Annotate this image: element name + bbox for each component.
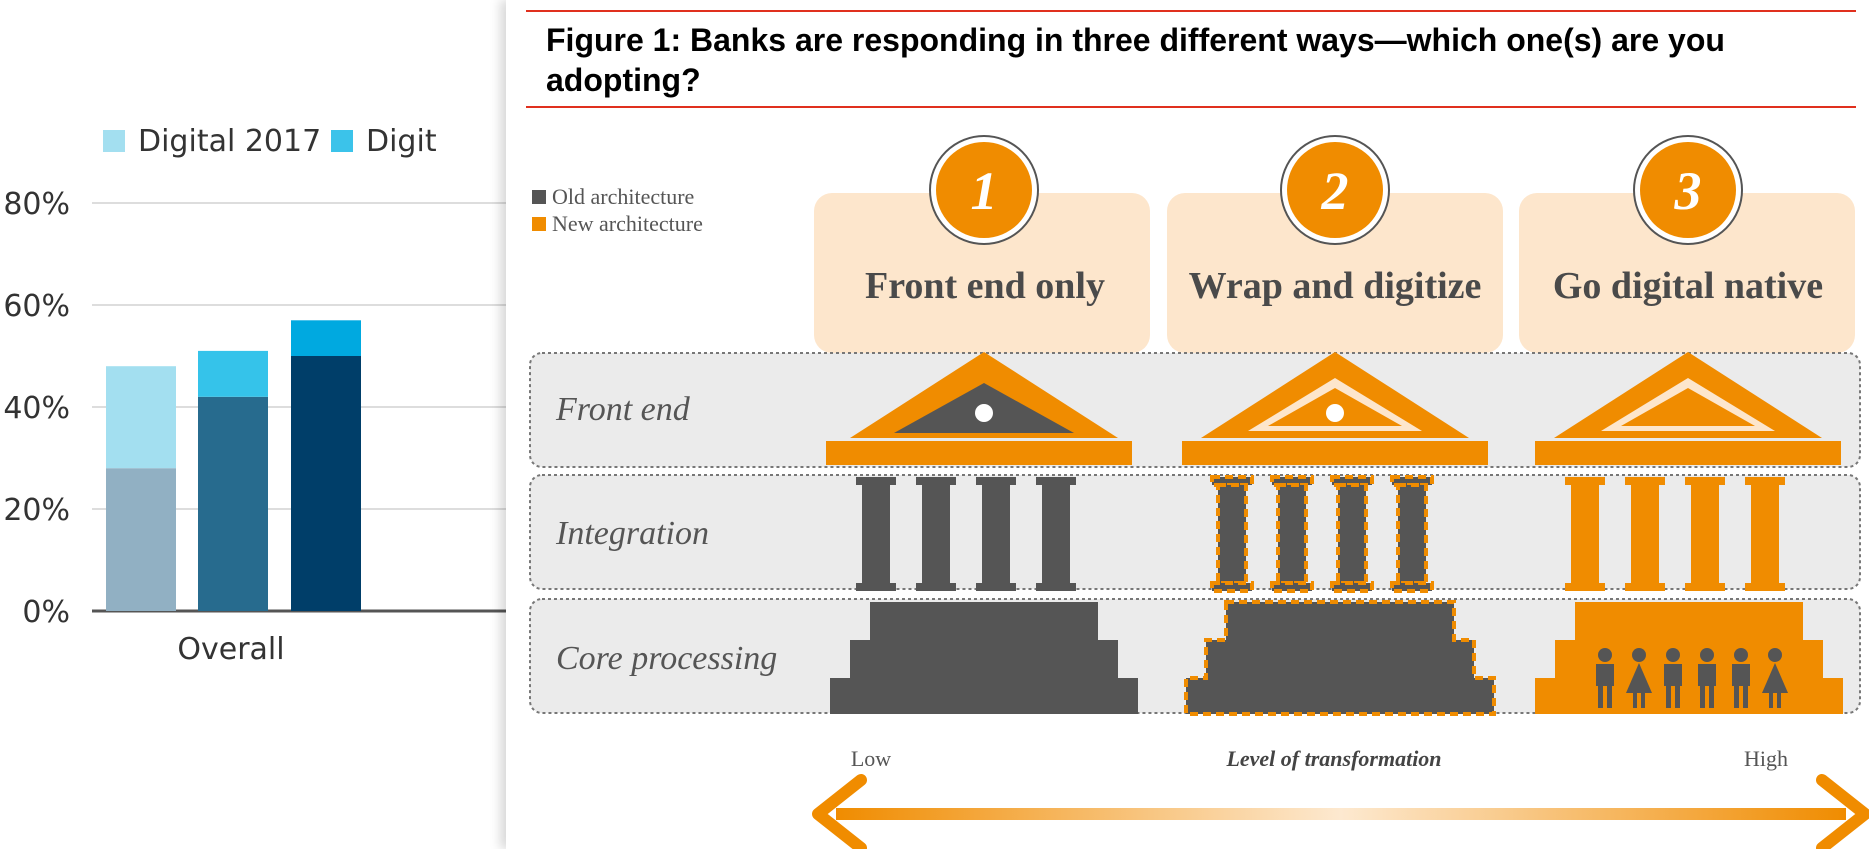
bar-segment-top — [106, 366, 176, 469]
band-integration — [529, 474, 1861, 590]
legend-swatch — [331, 130, 353, 152]
bank-icon-front-end-only — [826, 352, 1138, 714]
bar-segment-top — [198, 350, 268, 397]
bar-segment-bottom — [106, 468, 176, 611]
x-category-label: Overall — [177, 632, 284, 667]
x-axis-categories: Overall — [177, 632, 284, 667]
bars — [106, 320, 361, 611]
y-tick-label: 80% — [3, 187, 70, 222]
axis-label-low: Low — [851, 746, 891, 771]
figure-title: Figure 1: Banks are responding in three … — [526, 10, 1856, 108]
column-2-number: 2 — [1321, 161, 1349, 221]
people-icons — [1596, 648, 1788, 708]
legend-label: Digit — [366, 124, 437, 159]
column-1-header-box — [814, 193, 1150, 353]
band-front-end — [529, 352, 1861, 468]
bar-segment-bottom — [291, 356, 361, 611]
architecture-legend: Old architecture New architecture — [532, 184, 703, 236]
legend-swatch-old — [532, 190, 546, 204]
column-1-number-badge: 1 — [929, 135, 1039, 245]
column-1-number: 1 — [971, 161, 998, 221]
legend-label-new: New architecture — [552, 211, 703, 236]
legend-swatch — [103, 130, 125, 152]
layer-label-integration: Integration — [555, 515, 709, 552]
legend-label-old: Old architecture — [552, 184, 694, 209]
stacked-bar-chart: Digital 2017 Digit 0% 20% 40% 60% 80% Overall — [3, 124, 520, 667]
legend-label: Digital 2017 — [138, 124, 321, 159]
y-tick-label: 0% — [22, 595, 70, 630]
transformation-double-arrow — [812, 774, 1869, 849]
legend-swatch-new — [532, 217, 546, 231]
column-3-title: Go digital native — [1553, 265, 1823, 307]
bank-icon-wrap-and-digitize — [1182, 352, 1496, 716]
layer-label-front-end: Front end — [555, 391, 691, 428]
y-tick-label: 40% — [3, 391, 70, 426]
bank-icon-go-digital-native — [1535, 352, 1843, 714]
y-tick-label: 20% — [3, 493, 70, 528]
axis-label-high: High — [1744, 746, 1788, 771]
column-2-header-box — [1167, 193, 1503, 353]
column-1-title: Front end only — [865, 265, 1105, 307]
axis-label-title: Level of transformation — [1225, 746, 1441, 771]
chart-legend: Digital 2017 Digit — [103, 124, 437, 159]
column-3-header-box — [1519, 193, 1855, 353]
column-2-number-badge: 2 — [1280, 135, 1390, 245]
column-3-number: 3 — [1674, 161, 1702, 221]
column-2-title: Wrap and digitize — [1189, 265, 1482, 307]
column-3-number-badge: 3 — [1633, 135, 1743, 245]
layer-label-core-processing: Core processing — [556, 640, 777, 677]
y-tick-label: 60% — [3, 289, 70, 324]
y-axis-ticks: 0% 20% 40% 60% 80% — [3, 187, 70, 630]
figure-panel: Figure 1: Banks are responding in three … — [506, 0, 1869, 849]
architecture-diagram: Old architecture New architecture 1 2 3 … — [529, 135, 1869, 849]
bar-segment-top — [291, 320, 361, 356]
bar-segment-bottom — [198, 396, 268, 611]
